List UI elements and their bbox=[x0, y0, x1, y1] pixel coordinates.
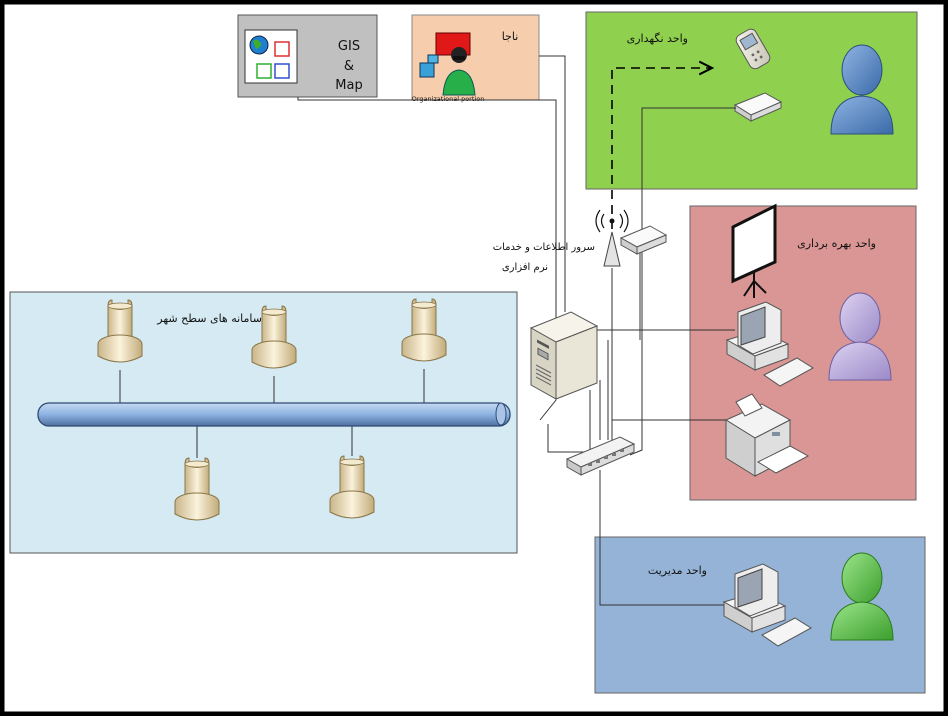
management-unit-panel: واحد مدیریت bbox=[594, 536, 926, 694]
data-pipe bbox=[37, 402, 511, 427]
mobile-phone-icon bbox=[735, 28, 771, 70]
gis-map-box: GIS & Map bbox=[237, 14, 378, 98]
operation-unit-title: واحد بهره برداری bbox=[797, 237, 876, 250]
network-switch-icon bbox=[565, 436, 636, 476]
maintenance-unit-title: واحد نگهداری bbox=[627, 32, 688, 45]
wireless-link-arrow bbox=[611, 68, 712, 244]
server-tower-icon bbox=[529, 311, 599, 400]
naja-title: ناجا bbox=[502, 30, 519, 43]
globe-icon bbox=[249, 35, 269, 55]
workstation-icon bbox=[725, 301, 814, 387]
management-unit-title: واحد مدیریت bbox=[648, 564, 707, 577]
projection-screen-icon bbox=[731, 203, 777, 298]
network-wiring bbox=[297, 55, 736, 606]
server-label-line1: سرور اطلاعات و خدمات bbox=[493, 242, 595, 253]
purple-user-icon bbox=[828, 292, 892, 381]
city-systems-title: سامانه های سطح شهر bbox=[156, 312, 262, 325]
naja-caption: Organizational portion bbox=[412, 95, 485, 103]
server-label-line2: نرم افزاری bbox=[502, 262, 548, 273]
gis-label-line3: Map bbox=[335, 78, 362, 93]
operation-unit-panel: واحد بهره برداری bbox=[689, 203, 917, 501]
antenna-icon bbox=[595, 209, 629, 267]
green-square-icon bbox=[256, 63, 272, 79]
gis-label-line1: GIS bbox=[338, 39, 360, 54]
modem-icon bbox=[733, 92, 783, 122]
naja-box: ناجا Organizational portion bbox=[411, 14, 540, 103]
management-workstation-icon bbox=[722, 563, 812, 647]
blue-user-icon bbox=[830, 44, 894, 135]
operator-icon bbox=[419, 32, 476, 96]
router-icon bbox=[619, 225, 668, 255]
blue-square-icon bbox=[274, 63, 290, 79]
maintenance-unit-panel: واحد نگهداری bbox=[585, 11, 918, 244]
pipe-connectors bbox=[119, 369, 425, 458]
printer-icon bbox=[724, 393, 810, 477]
green-user-icon bbox=[830, 552, 894, 641]
red-square-icon bbox=[274, 41, 290, 57]
gis-label-line2: & bbox=[344, 59, 354, 74]
